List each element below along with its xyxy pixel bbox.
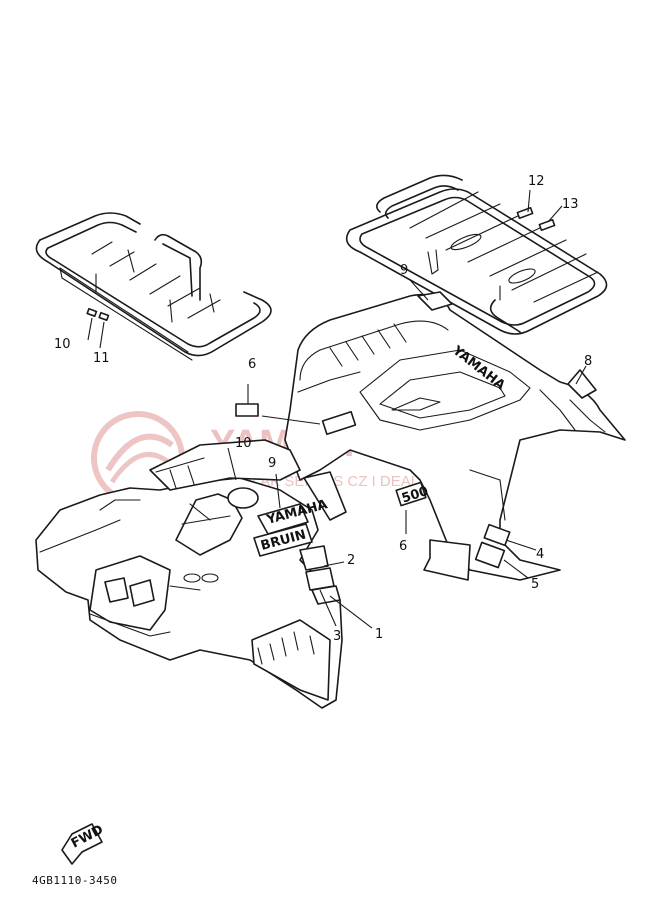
rear-fender: YAMAHA 500 <box>284 291 626 581</box>
callout-9: 9 <box>268 456 276 471</box>
callout-4: 4 <box>536 547 544 562</box>
callout-14: 13 <box>562 197 579 212</box>
leader-lines <box>87 189 587 629</box>
callout-12: 11 <box>93 351 110 366</box>
callout-11: 10 <box>54 337 71 352</box>
forward-arrow-icon: FWD <box>61 822 106 865</box>
callout-3: 3 <box>333 629 341 644</box>
part-code: 4GB1110-3450 <box>32 874 117 887</box>
front-carrier-rack <box>35 212 272 361</box>
rear-carrier-rack <box>345 174 608 335</box>
decal-6-left <box>235 403 259 417</box>
callout-5: 5 <box>531 577 539 592</box>
callout-1: 1 <box>375 627 383 642</box>
callout-10: 10 <box>235 436 252 451</box>
callout-7: 8 <box>584 354 592 369</box>
callout-8: 9 <box>400 263 408 278</box>
callout-2: 2 <box>347 553 355 568</box>
callout-13: 12 <box>528 174 545 189</box>
front-fender: YAMAHA BRUIN <box>35 439 343 709</box>
callout-6-right: 6 <box>399 539 407 554</box>
callout-labels: 10 11 12 13 9 8 6 10 9 6 4 5 2 3 1 <box>54 174 592 644</box>
callout-6-left: 6 <box>248 357 256 372</box>
